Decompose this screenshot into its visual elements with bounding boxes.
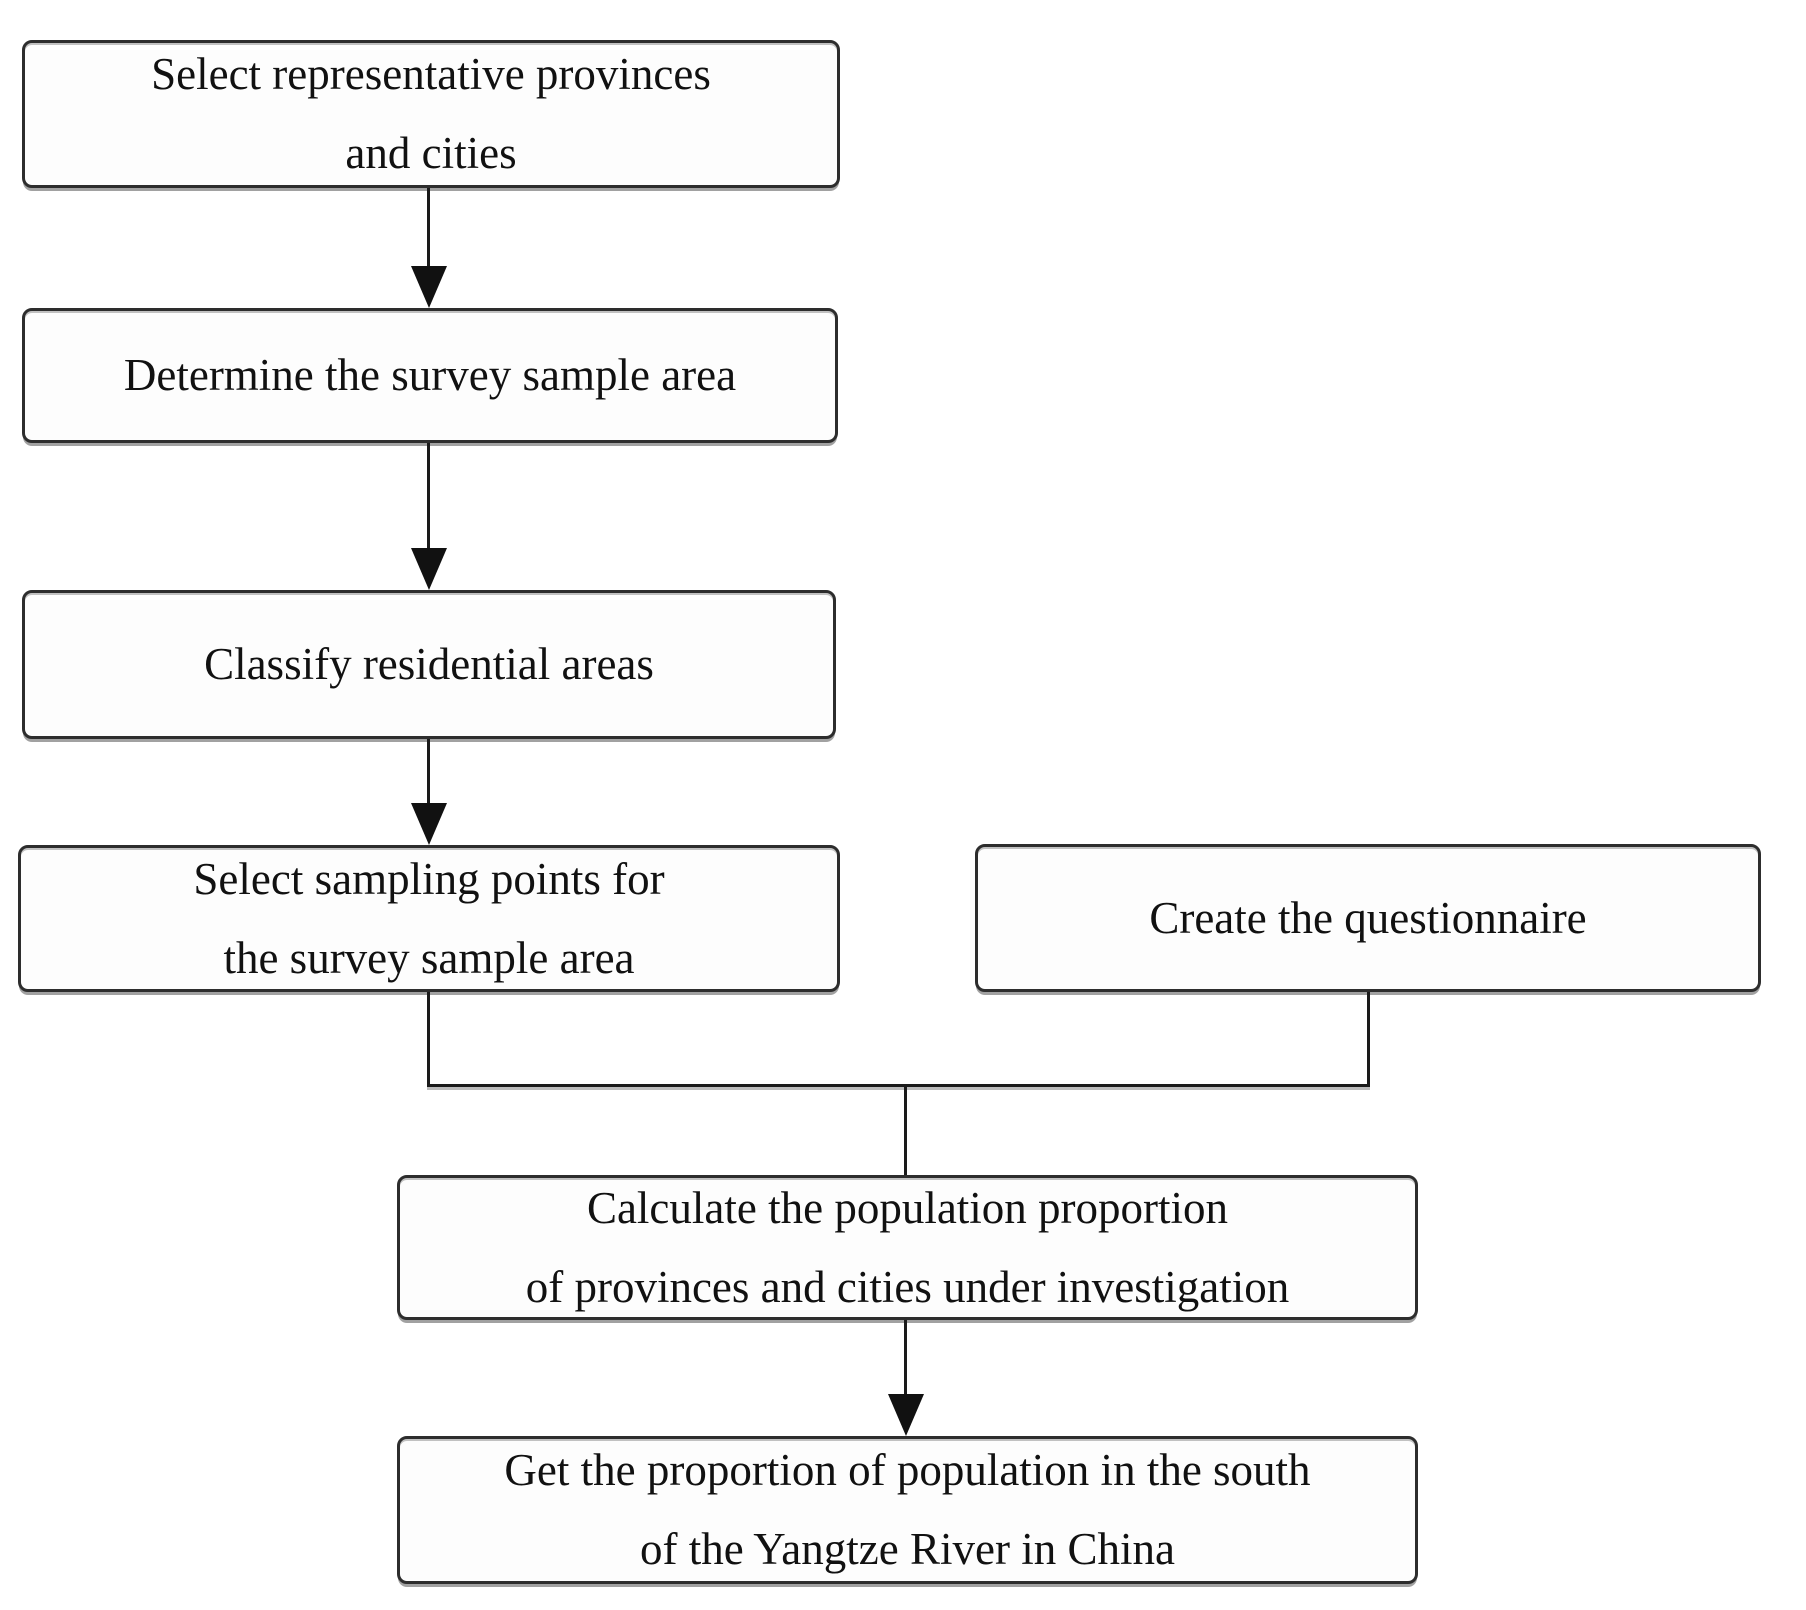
- node-create-questionnaire: Create the questionnaire: [975, 844, 1761, 992]
- edge-6-arrowhead-icon: [888, 1394, 924, 1436]
- node-select-provinces-label: Select representative provinces and citi…: [151, 49, 711, 178]
- edge-5-line-from-questionnaire: [1367, 992, 1370, 1084]
- edge-1-line: [427, 188, 430, 270]
- node-calculate-proportion-label: Calculate the population proportion of p…: [525, 1182, 1290, 1312]
- node-select-sampling-points-label: Select sampling points for the survey sa…: [193, 853, 665, 983]
- edge-3-arrowhead-icon: [411, 803, 447, 845]
- merge-connector-horizontal-line: [427, 1084, 1370, 1087]
- merge-connector-down-line: [904, 1084, 907, 1175]
- edge-2-arrowhead-icon: [411, 548, 447, 590]
- node-select-sampling-points: Select sampling points for the survey sa…: [18, 845, 840, 992]
- edge-2-line: [427, 443, 430, 550]
- node-determine-area-label: Determine the survey sample area: [123, 350, 737, 401]
- node-classify-areas-label: Classify residential areas: [204, 639, 654, 690]
- edge-1-arrowhead-icon: [411, 266, 447, 308]
- edge-3-line: [427, 739, 430, 805]
- node-calculate-proportion: Calculate the population proportion of p…: [397, 1175, 1418, 1320]
- node-create-questionnaire-label: Create the questionnaire: [1149, 892, 1587, 943]
- node-get-proportion: Get the proportion of population in the …: [397, 1436, 1418, 1584]
- node-determine-area: Determine the survey sample area: [22, 308, 838, 443]
- edge-4-line-from-sampling-points: [427, 992, 430, 1084]
- node-get-proportion-label: Get the proportion of population in the …: [504, 1445, 1311, 1574]
- edge-6-line: [904, 1320, 907, 1396]
- node-select-provinces: Select representative provinces and citi…: [22, 40, 840, 188]
- node-classify-areas: Classify residential areas: [22, 590, 836, 739]
